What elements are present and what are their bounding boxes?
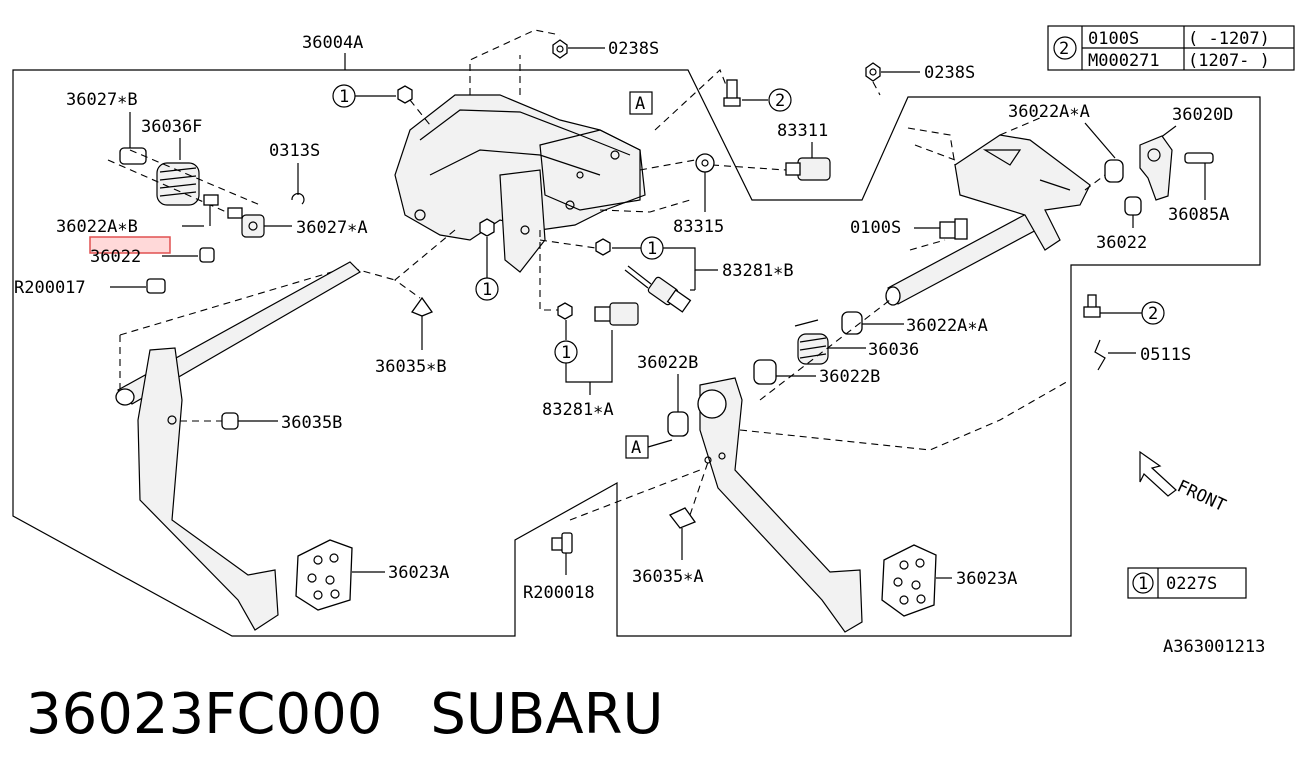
figure-code: A363001213	[1163, 637, 1265, 657]
lever-36020D	[1139, 135, 1173, 201]
label-36004A: 36004A	[302, 33, 363, 53]
ref-circle-1-a: 1	[339, 87, 349, 107]
ref-box-a-top: A	[635, 94, 645, 114]
legend-ref1-marker: 1	[1138, 574, 1148, 594]
bushing-36022AA-mid	[841, 311, 863, 335]
bushing-36022-right	[1124, 196, 1142, 216]
nut-83281A	[557, 302, 573, 320]
label-36035A: 36035∗A	[632, 567, 704, 587]
legend-ref2-range-2: (1207- )	[1188, 51, 1270, 71]
label-36022B-a: 36022B	[637, 353, 698, 373]
bolt-0100S	[939, 218, 968, 240]
bushing-36022-left	[199, 247, 215, 263]
bushing-36022B-b	[753, 359, 777, 385]
sensor-83281A	[594, 302, 639, 326]
sensor-83281B	[624, 265, 692, 313]
legend-ref2-range-1: ( -1207)	[1188, 29, 1270, 49]
bolt-0100S-top	[723, 79, 741, 107]
ref-circle-2-a: 2	[775, 91, 785, 111]
label-0313S: 0313S	[269, 141, 320, 161]
front-arrow-icon	[1139, 450, 1177, 497]
legend-ref1-code: 0227S	[1166, 574, 1217, 594]
bushing-36027B	[119, 147, 147, 165]
stopper-36035A	[668, 507, 697, 529]
label-36023A-right: 36023A	[956, 569, 1017, 589]
label-36022-highlight: 36022	[90, 247, 141, 267]
label-0238S-b: 0238S	[924, 63, 975, 83]
label-0511S: 0511S	[1140, 345, 1191, 365]
switch-83311	[785, 157, 831, 181]
nut-83281B	[595, 238, 611, 256]
label-83315: 83315	[673, 217, 724, 237]
ref-circle-1-d: 1	[482, 280, 492, 300]
label-36022AB: 36022A∗B	[56, 217, 138, 237]
label-0100S: 0100S	[850, 218, 901, 238]
pin-36085A	[1184, 152, 1214, 164]
label-83281A: 83281∗A	[542, 400, 614, 420]
front-label: FRONT	[1174, 476, 1229, 516]
label-36022AA-mid: 36022A∗A	[906, 316, 988, 336]
legend-ref2-code-1: 0100S	[1088, 29, 1139, 49]
stopper-36035B	[221, 412, 239, 430]
label-83281B: 83281∗B	[722, 261, 794, 281]
label-36023A-left: 36023A	[388, 563, 449, 583]
nut-0238S-a	[552, 39, 568, 59]
legend-ref2-marker: 2	[1059, 39, 1069, 59]
brake-bracket	[954, 134, 1091, 251]
label-36027A: 36027∗A	[296, 218, 368, 238]
ref-circle-1-b: 1	[647, 239, 657, 259]
spring-36036	[794, 319, 829, 365]
bushing-36022B-a	[667, 411, 689, 437]
nut-0238S-b	[865, 62, 881, 82]
caption: 36023FC000 SUBARU	[26, 682, 664, 747]
pin-R200017	[146, 278, 166, 294]
label-36035B: 36035B	[281, 413, 342, 433]
caption-brand: SUBARU	[430, 682, 664, 747]
ref-box-a-bottom: A	[631, 438, 641, 458]
caption-part-number: 36023FC000	[26, 682, 383, 747]
pedal-pad-right	[881, 544, 937, 617]
legend-ref2-code-2: M000271	[1088, 51, 1160, 71]
pin-R200018	[551, 532, 573, 554]
pedal-bracket: A	[394, 91, 653, 273]
ref-circle-2-b: 2	[1148, 304, 1158, 324]
label-R200018: R200018	[523, 583, 595, 603]
label-36022B-b: 36022B	[819, 367, 880, 387]
label-36085A: 36085A	[1168, 205, 1229, 225]
stopper-36035B-star	[410, 296, 434, 317]
label-36036: 36036	[868, 340, 919, 360]
clip-0511S	[1094, 339, 1106, 371]
grommet-83315	[695, 153, 715, 173]
label-36036F: 36036F	[141, 117, 202, 137]
label-R200017: R200017	[14, 278, 86, 298]
legend-ref2: 2 0100S ( -1207) M000271 (1207- )	[1047, 25, 1295, 71]
ref-circle-1-c: 1	[561, 343, 571, 363]
label-36035B-star: 36035∗B	[375, 357, 447, 377]
legend-ref1: 1 0227S	[1127, 567, 1247, 599]
label-36020D: 36020D	[1172, 105, 1233, 125]
label-0238S-a: 0238S	[608, 39, 659, 59]
bushing-36022AA-top	[1104, 159, 1124, 183]
highlight-36022[interactable]	[89, 236, 171, 254]
brake-pedal-arm	[697, 377, 863, 633]
pedal-pad-left	[295, 539, 353, 611]
assembly-outline	[12, 69, 1261, 637]
clutch-pedal	[115, 261, 361, 631]
label-36022-right: 36022	[1096, 233, 1147, 253]
bushing-36027A	[227, 207, 265, 238]
label-36027B: 36027∗B	[66, 90, 138, 110]
bolt-0100S-right	[1083, 294, 1101, 318]
label-83311: 83311	[777, 121, 828, 141]
label-36022AA-top: 36022A∗A	[1008, 102, 1090, 122]
